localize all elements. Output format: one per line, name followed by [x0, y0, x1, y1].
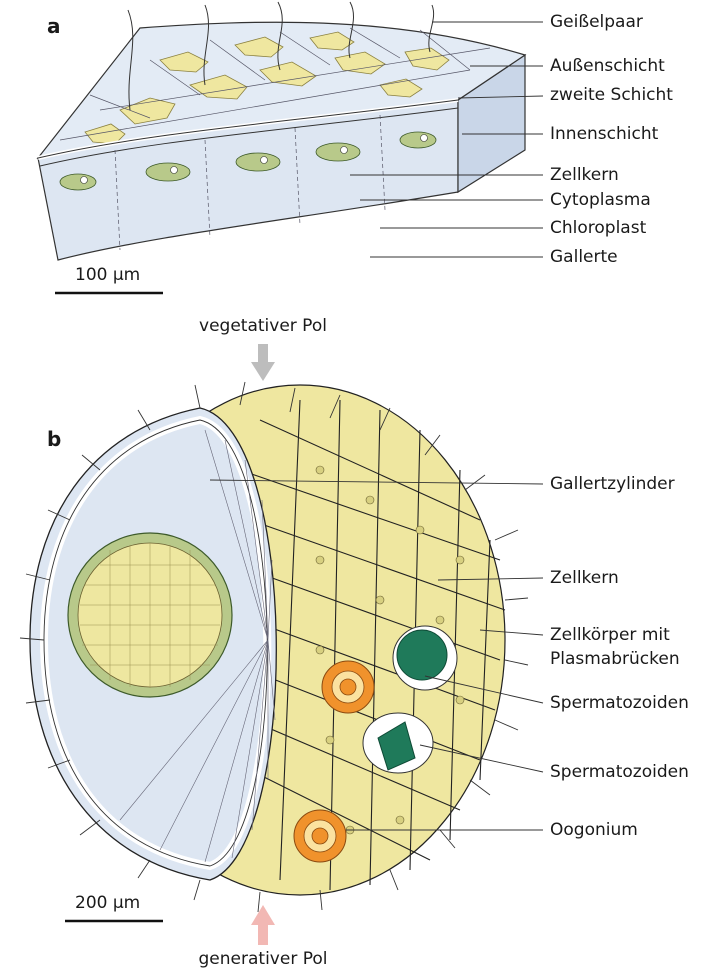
label-cytoplasma: Cytoplasma: [550, 190, 651, 210]
top-pole-arrow: [251, 344, 275, 381]
label-zweite-schicht: zweite Schicht: [550, 85, 673, 105]
label-spermatozoiden-1: Spermatozoiden: [550, 693, 689, 713]
label-chloroplast: Chloroplast: [550, 218, 646, 238]
label-zellkern-b: Zellkern: [550, 568, 619, 588]
panel-b-sphere: [20, 382, 528, 912]
label-oogonium: Oogonium: [550, 820, 638, 840]
label-aussenschicht: Außenschicht: [550, 56, 665, 76]
label-gallerte: Gallerte: [550, 247, 618, 267]
oogonium-2: [294, 810, 346, 862]
label-zellkoerper: Zellkörper mit: [550, 625, 670, 645]
oogonium-1: [322, 661, 374, 713]
panel-a-block: [38, 2, 525, 260]
label-innenschicht: Innenschicht: [550, 124, 658, 144]
label-plasmabruecken: Plasmabrücken: [550, 649, 680, 669]
bottom-pole-arrow: [251, 905, 275, 945]
panel-b-letter: b: [47, 427, 61, 451]
scale-label-b: 200 µm: [75, 893, 140, 913]
label-gallertzylinder: Gallertzylinder: [550, 474, 675, 494]
label-geisselpaar: Geißelpaar: [550, 12, 643, 32]
label-spermatozoiden-2: Spermatozoiden: [550, 762, 689, 782]
sperm-packet-1: [397, 630, 447, 680]
bottom-pole-label: generativer Pol: [186, 949, 340, 969]
top-pole-label: vegetativer Pol: [190, 316, 336, 336]
panel-a-letter: a: [47, 14, 61, 38]
label-zellkern-a: Zellkern: [550, 165, 619, 185]
scale-label-a: 100 µm: [75, 265, 140, 285]
